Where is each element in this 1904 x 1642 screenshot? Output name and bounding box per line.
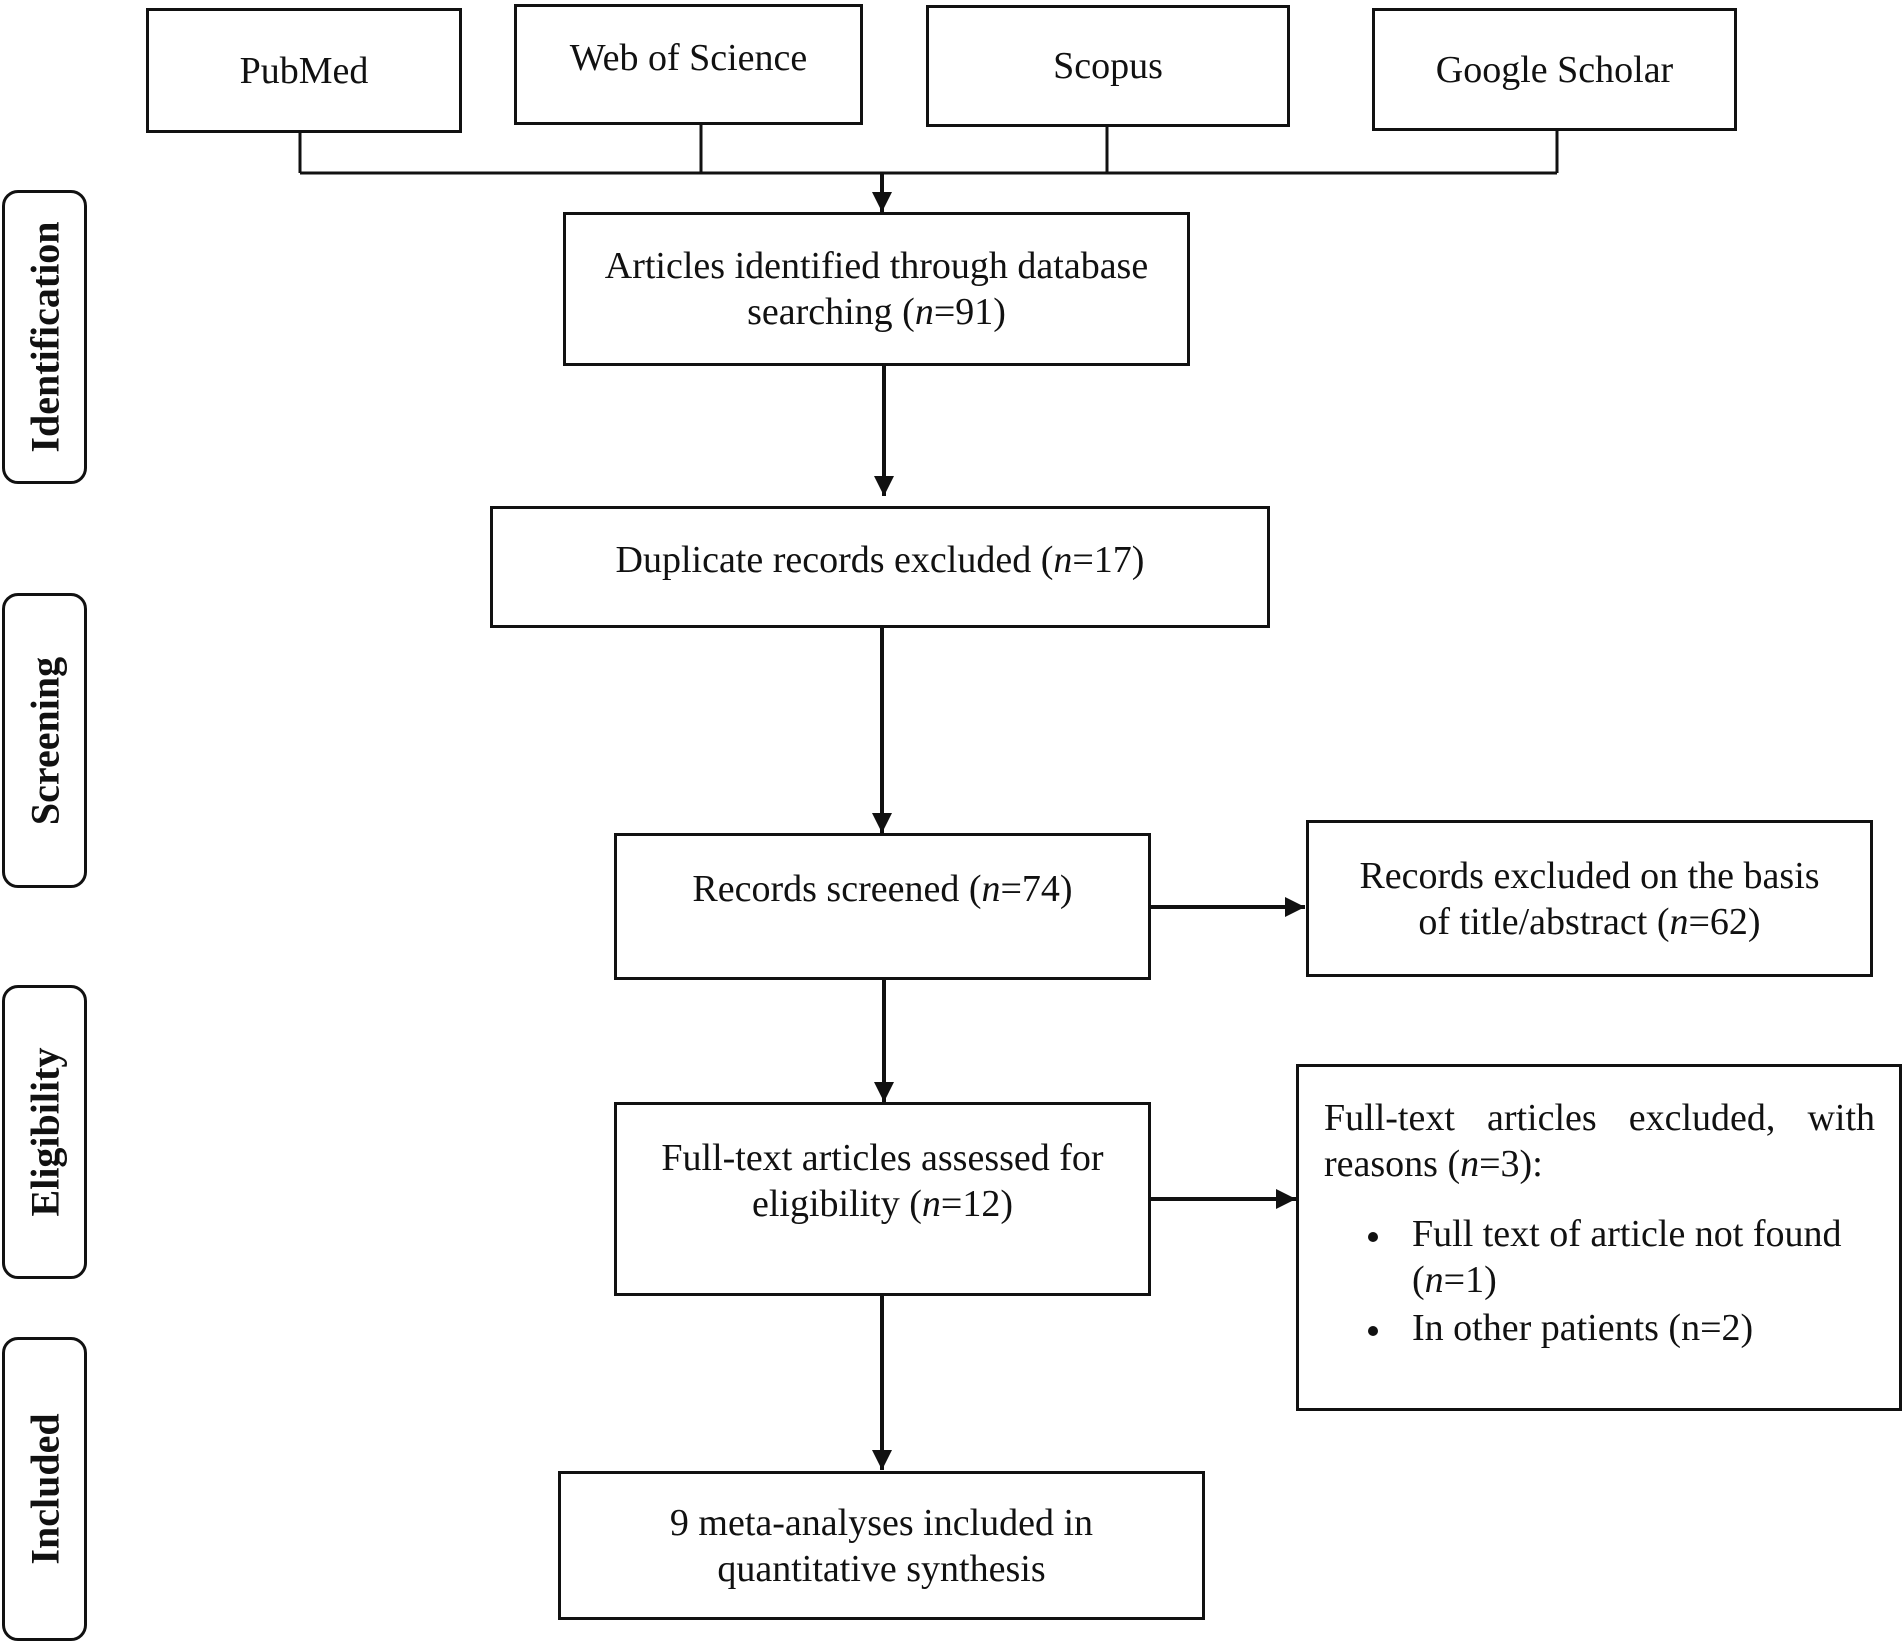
- source-scopus-label: Scopus: [1053, 45, 1163, 87]
- fulltext-line2: eligibility (n=12): [751, 1183, 1013, 1225]
- excluded-title-line1: Records excluded on the basis: [1359, 854, 1820, 897]
- stage-eligibility: Eligibility: [2, 985, 87, 1279]
- arrowhead-fulltext: [874, 1082, 894, 1102]
- included-line2: quantitative synthesis: [717, 1547, 1046, 1590]
- screened-text: Records screened (n=74): [692, 868, 1073, 910]
- fulltext-excluded-box: Full-text articles excluded, with reason…: [1296, 1064, 1902, 1411]
- excluded-title-line2: of title/abstract (n=62): [1418, 900, 1761, 943]
- arrowhead-screened: [872, 813, 892, 833]
- fulltext-line1: Full-text articles assessed for: [661, 1137, 1104, 1179]
- source-pubmed-label: PubMed: [239, 49, 369, 92]
- identified-line1: Articles identified through database: [604, 245, 1149, 287]
- arrowhead-excluded-title: [1285, 897, 1305, 917]
- stage-screening: Screening: [2, 593, 87, 888]
- source-google-scholar-label: Google Scholar: [1435, 48, 1674, 91]
- stage-included: Included: [2, 1337, 87, 1641]
- duplicates-text: Duplicate records excluded (n=17): [615, 539, 1145, 581]
- fulltext-excluded-line2: reasons (n=3):: [1324, 1143, 1543, 1185]
- source-web-of-science-box: Web of Science: [514, 4, 863, 125]
- source-pubmed-box: PubMed: [146, 8, 462, 133]
- source-web-of-science-label: Web of Science: [569, 37, 808, 79]
- identified-box: Articles identified through database sea…: [563, 212, 1190, 366]
- arrowhead-fulltext-excluded: [1276, 1189, 1296, 1209]
- arrowhead-included: [872, 1450, 892, 1470]
- stage-screening-label: Screening: [22, 656, 67, 825]
- stage-identification-label: Identification: [22, 221, 67, 453]
- stage-identification: Identification: [2, 190, 87, 484]
- identified-line2: searching (n=91): [747, 291, 1006, 333]
- included-line1: 9 meta-analyses included in: [669, 1501, 1094, 1544]
- stage-included-label: Included: [22, 1413, 67, 1565]
- duplicates-box: Duplicate records excluded (n=17): [490, 506, 1270, 628]
- source-scopus-box: Scopus: [926, 5, 1290, 127]
- included-box: 9 meta-analyses included in quantitative…: [558, 1471, 1205, 1620]
- stage-eligibility-label: Eligibility: [22, 1047, 67, 1217]
- screened-box: Records screened (n=74): [614, 833, 1151, 980]
- source-google-scholar-box: Google Scholar: [1372, 8, 1737, 131]
- excluded-title-box: Records excluded on the basis of title/a…: [1306, 820, 1873, 977]
- arrowhead-identified: [872, 192, 892, 212]
- exclusion-reasons-list: Full text of article not found (n=1) In …: [1324, 1211, 1875, 1351]
- fulltext-excluded-line1: Full-text articles excluded, with: [1324, 1097, 1875, 1139]
- exclusion-reason-item: Full text of article not found (n=1): [1394, 1211, 1875, 1303]
- exclusion-reason-item: In other patients (n=2): [1394, 1305, 1875, 1351]
- fulltext-box: Full-text articles assessed for eligibil…: [614, 1102, 1151, 1296]
- arrowhead-duplicates: [874, 476, 894, 496]
